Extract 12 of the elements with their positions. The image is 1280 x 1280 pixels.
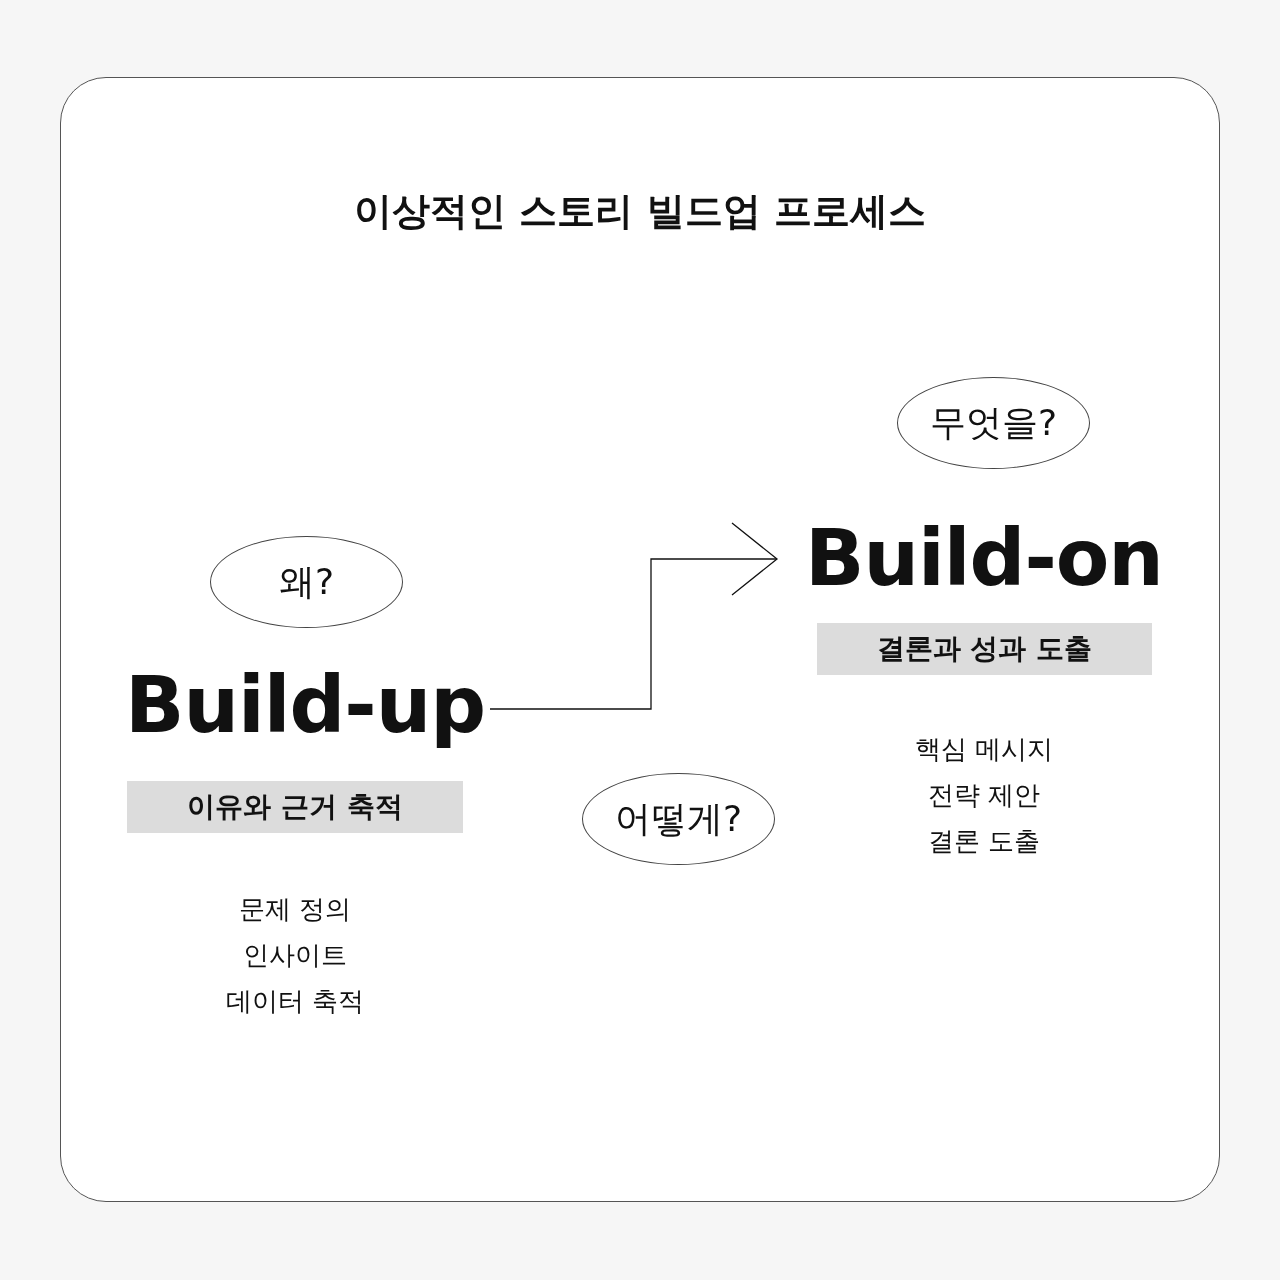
list-item: 데이터 축적 bbox=[225, 985, 365, 1018]
label-band: 이유와 근거 축적 bbox=[127, 781, 463, 833]
list-item: 핵심 메시지 bbox=[914, 733, 1054, 766]
heading-text: Build-up bbox=[125, 655, 490, 755]
step-arrow bbox=[489, 522, 778, 710]
title: 이상적인 스토리 빌드업 프로세스 bbox=[353, 188, 927, 235]
list-item: 인사이트 bbox=[243, 939, 347, 972]
label-band: 결론과 성과 도출 bbox=[817, 623, 1152, 675]
heading-text: Build-on bbox=[777, 508, 1191, 608]
list-item: 결론 도출 bbox=[927, 825, 1041, 858]
list-item: 전략 제안 bbox=[927, 779, 1041, 812]
list-item: 문제 정의 bbox=[238, 893, 352, 926]
